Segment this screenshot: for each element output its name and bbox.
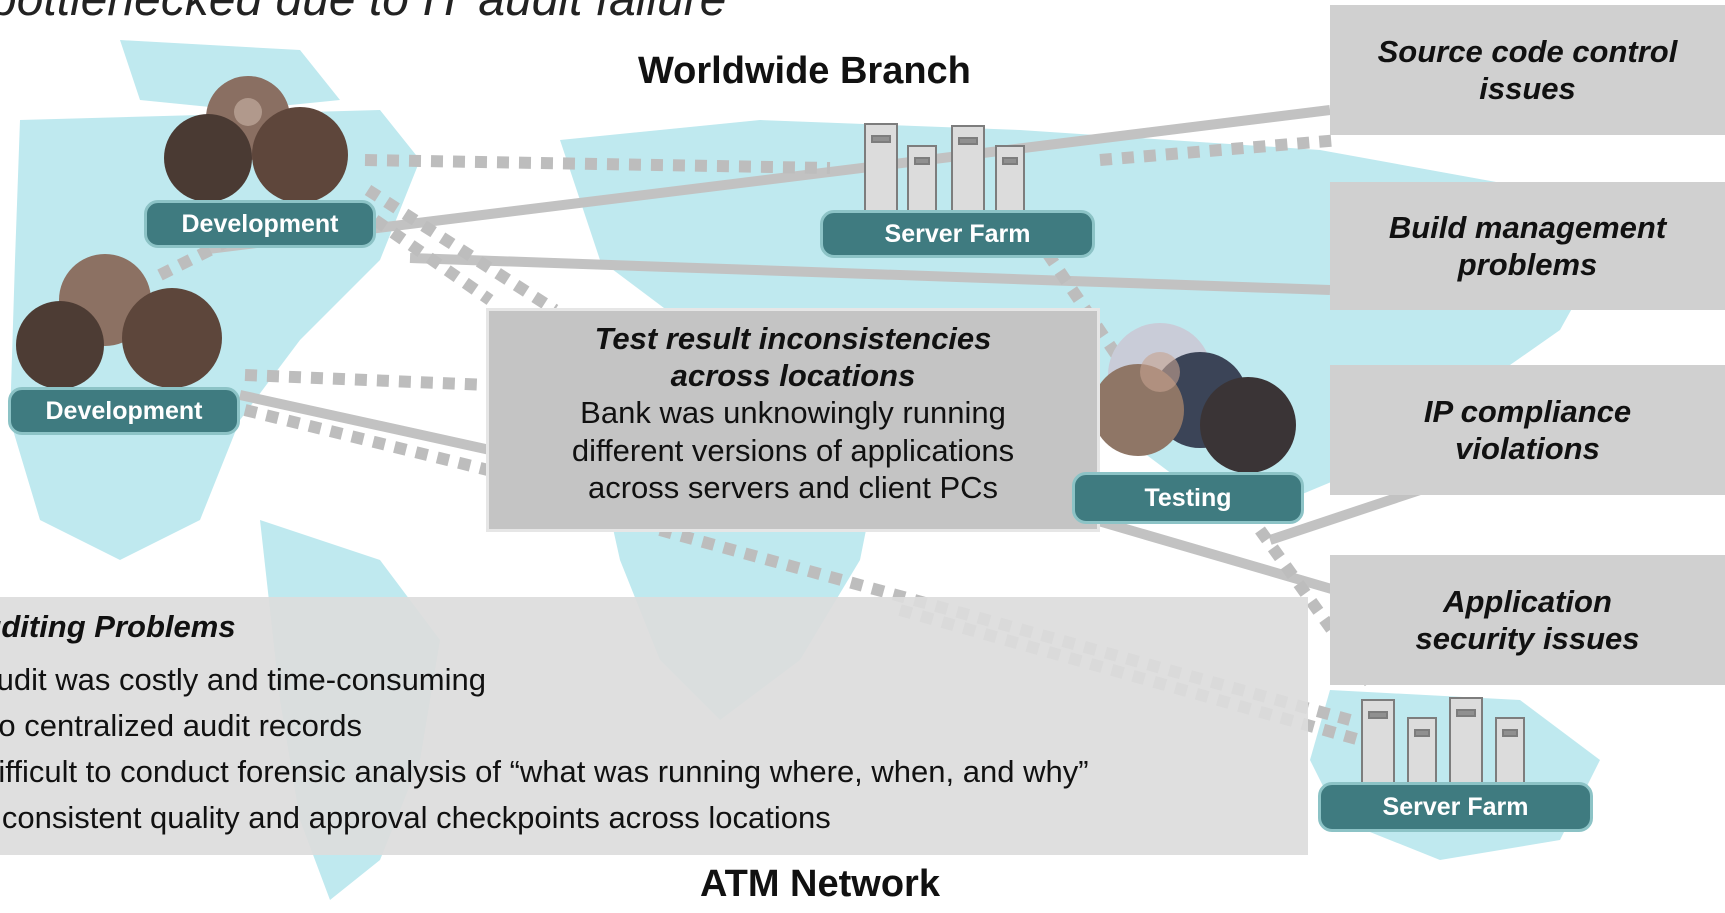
- list-item: Audit was costly and time-consuming: [0, 662, 487, 697]
- test-result-heading: across locations: [670, 358, 916, 394]
- test-result-body: Bank was unknowingly running: [580, 395, 1006, 431]
- callout-build-management: Build management problems: [1330, 182, 1725, 310]
- node-server-farm-2: Server Farm: [1318, 782, 1593, 832]
- people-group-dev2: [16, 254, 222, 389]
- people-group-dev1: [164, 76, 348, 203]
- test-result-heading: Test result inconsistencies: [594, 321, 992, 356]
- servers-farm1: [864, 123, 1025, 215]
- test-result-body: different versions of applications: [571, 432, 1015, 468]
- auditing-problems-panel: Auditing Problems Audit was costly and t…: [0, 597, 1308, 855]
- callout-line: violations: [1455, 431, 1600, 466]
- list-item: No centralized audit records: [0, 708, 362, 743]
- callout-line: Application: [1443, 583, 1612, 619]
- callout-line: Source code control: [1377, 33, 1678, 69]
- list-item: Inconsistent quality and approval checkp…: [0, 800, 831, 835]
- callout-ip-compliance: IP compliance violations: [1330, 365, 1725, 495]
- servers-farm2: [1361, 697, 1525, 787]
- node-server-farm-1: Server Farm: [820, 210, 1095, 258]
- auditing-problems-heading: Auditing Problems: [0, 609, 236, 644]
- test-result-box: Test result inconsistencies across locat…: [486, 308, 1100, 532]
- callout-leaders: [199, 105, 1422, 595]
- test-result-body: across servers and client PCs: [587, 469, 999, 505]
- node-testing: Testing: [1072, 472, 1304, 524]
- node-development-1: Development: [144, 200, 376, 248]
- region-label-worldwide: Worldwide Branch: [638, 50, 971, 92]
- node-development-2: Development: [8, 387, 240, 435]
- callout-line: problems: [1457, 247, 1598, 282]
- auditing-problems-list: Audit was costly and time-consuming No c…: [0, 657, 1089, 841]
- callout-line: Build management: [1388, 209, 1667, 245]
- callout-line: issues: [1479, 71, 1576, 106]
- people-group-testing: [1092, 323, 1296, 473]
- list-item: Difficult to conduct forensic analysis o…: [0, 754, 1089, 789]
- slide-title-fragment: bottlenecked due to IT audit failure: [0, 0, 726, 27]
- callout-line: IP compliance: [1423, 393, 1632, 429]
- callout-line: security issues: [1415, 621, 1640, 656]
- callout-source-code: Source code control issues: [1330, 5, 1725, 135]
- callout-app-security: Application security issues: [1330, 555, 1725, 685]
- region-label-atm: ATM Network: [700, 863, 940, 905]
